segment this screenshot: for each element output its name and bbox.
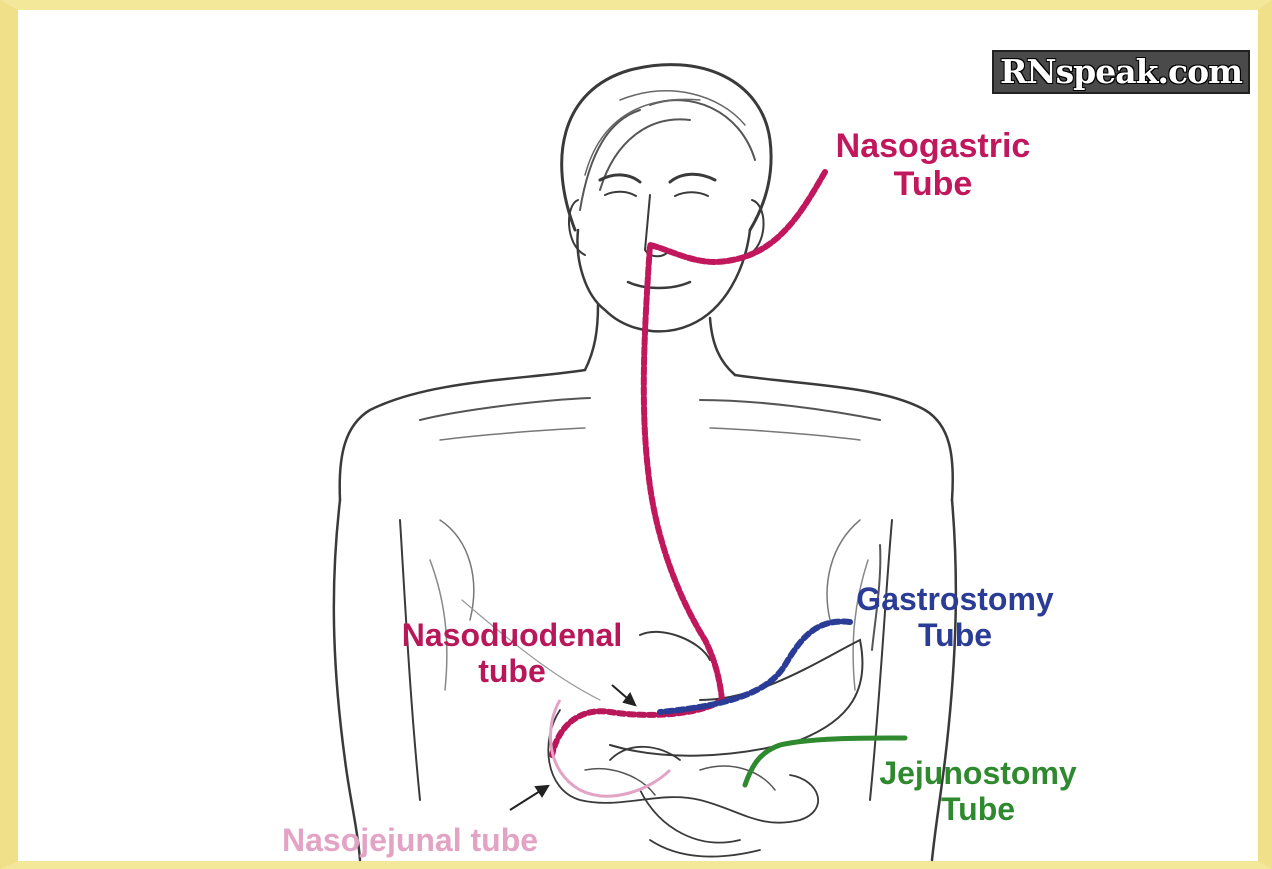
hair	[562, 65, 771, 230]
label-gastrostomy-tube: Gastrostomy Tube	[815, 582, 1095, 654]
label-gastrostomy-line1: Gastrostomy	[815, 582, 1095, 618]
face-outline	[577, 230, 750, 331]
label-jejunostomy-tube: Jejunostomy Tube	[838, 756, 1118, 828]
nasogastric-tube-line	[644, 172, 825, 700]
label-nasogastric-tube: Nasogastric Tube	[808, 127, 1058, 203]
label-jejunostomy-line1: Jejunostomy	[838, 756, 1118, 792]
neck-outline	[585, 305, 735, 375]
left-arm-outline	[334, 500, 360, 860]
label-nasoduodenal-line1: Nasoduodenal	[372, 618, 652, 654]
label-nasoduodenal-line2: tube	[372, 654, 652, 690]
label-nasogastric-line1: Nasogastric	[808, 127, 1058, 165]
label-nasogastric-line2: Tube	[808, 165, 1058, 203]
shoulder-line	[340, 370, 585, 500]
label-jejunostomy-line2: Tube	[838, 792, 1118, 828]
label-nasojejunal-tube: Nasojejunal tube	[282, 823, 642, 859]
label-nasoduodenal-tube: Nasoduodenal tube	[372, 618, 652, 690]
label-gastrostomy-line2: Tube	[815, 618, 1095, 654]
watermark: RNspeak.com	[992, 50, 1250, 94]
